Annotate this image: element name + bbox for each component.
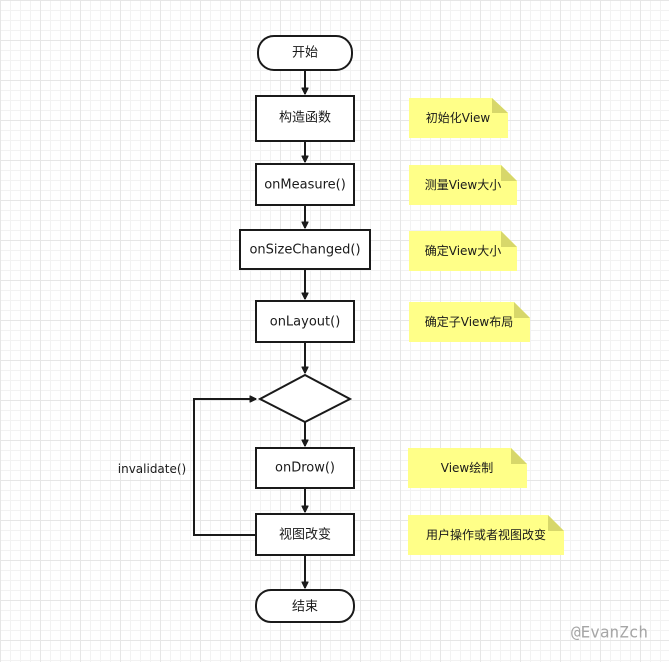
note-user-action: 用户操作或者视图改变 (408, 515, 564, 555)
node-decision (257, 373, 353, 424)
node-onmeasure: onMeasure() (255, 163, 355, 206)
note-determine-child-layout-text: 确定子View布局 (425, 314, 513, 329)
note-measure-view-size: 测量View大小 (409, 165, 517, 205)
watermark: @EvanZch (571, 623, 648, 642)
node-start: 开始 (257, 35, 353, 71)
node-onlayout-label: onLayout() (270, 315, 341, 330)
node-end-label: 结束 (292, 600, 318, 615)
note-user-action-text: 用户操作或者视图改变 (426, 527, 546, 542)
node-onsizechanged-label: onSizeChanged() (249, 243, 360, 258)
node-ondrow: onDrow() (255, 447, 355, 489)
note-view-draw: View绘制 (408, 448, 527, 488)
node-constructor-label: 构造函数 (279, 111, 331, 126)
node-start-label: 开始 (292, 46, 318, 61)
node-constructor: 构造函数 (255, 95, 355, 142)
note-measure-view-size-text: 测量View大小 (425, 178, 501, 192)
note-determine-view-size-text: 确定View大小 (425, 243, 501, 258)
node-onlayout: onLayout() (255, 300, 355, 343)
note-determine-view-size: 确定View大小 (409, 231, 517, 271)
note-view-draw-text: View绘制 (441, 460, 493, 475)
edges (193, 70, 305, 588)
node-onmeasure-label: onMeasure() (264, 178, 346, 193)
node-viewchange-label: 视图改变 (279, 527, 331, 543)
node-ondrow-label: onDrow() (275, 461, 335, 476)
node-end: 结束 (255, 589, 355, 623)
note-init-view-text: 初始化View (426, 111, 491, 125)
node-onsizechanged: onSizeChanged() (239, 229, 371, 270)
node-viewchange: 视图改变 (255, 513, 355, 556)
edge-invalidate-loop (193, 399, 256, 536)
note-determine-child-layout: 确定子View布局 (409, 302, 530, 342)
note-init-view: 初始化View (409, 98, 508, 138)
edge-label-invalidate: invalidate() (118, 462, 186, 476)
